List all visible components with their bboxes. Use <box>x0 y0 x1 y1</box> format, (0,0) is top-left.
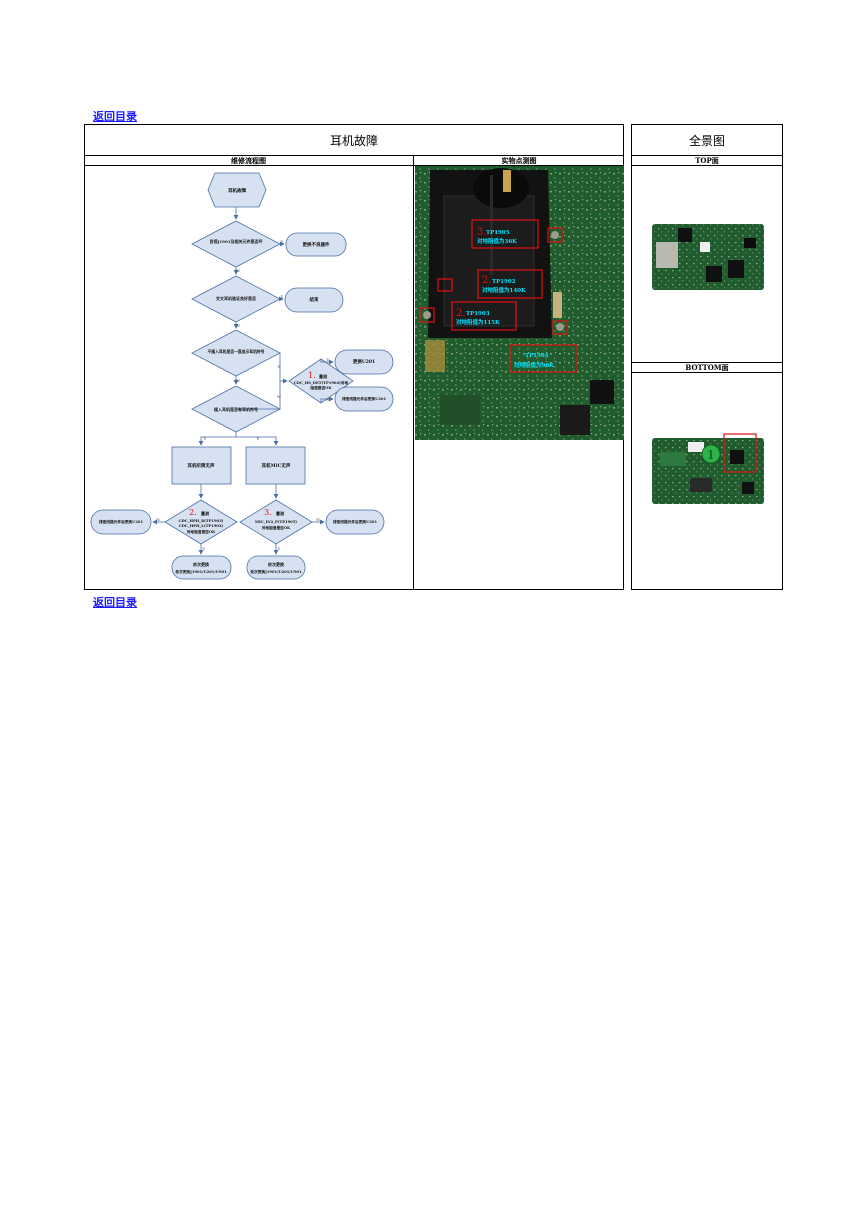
overview-table <box>631 124 783 590</box>
flow-no-mic-text: 耳机MIC无声 <box>262 462 291 469</box>
photo-column-header: 实物点测图 <box>414 156 624 165</box>
flow-edge-label: N <box>236 378 240 383</box>
flow-check-earphone-text: 交叉耳机验证良好是否 <box>216 295 256 301</box>
flow-edge-label: N <box>316 517 320 522</box>
divider <box>413 155 414 590</box>
flow-edge-label: Y <box>202 546 206 551</box>
tp1902-name: TP1902 <box>492 279 516 285</box>
flow-column-header: 维修流程图 <box>84 156 413 165</box>
flow-measure3-number: 3. <box>264 508 272 517</box>
flow-replace-u201-text: 更换U201 <box>353 358 375 365</box>
flow-plug-detect-text: 不插入耳机是否一直显示耳机符号 <box>208 349 265 354</box>
bottom-side-label: BOTTOM面 <box>631 363 783 372</box>
flow-measure1-signal: CDC_HS_DET(TP1904)对地 <box>294 380 349 385</box>
process-replace2 <box>172 556 231 579</box>
back-to-contents-link-bottom[interactable]: 返回目录 <box>93 594 137 610</box>
flow-measure2-signal-r: CDC_HPH_R(TP1903) <box>179 519 224 523</box>
pcb-top-overview <box>650 220 766 294</box>
flow-measure1-question: 阻值是否OK <box>310 385 332 390</box>
flow-measure3-signal: MIC_IN2_P(TP1905) <box>255 520 297 524</box>
flow-replace2-line1: 依次更换 <box>193 561 210 567</box>
flow-measure1-label: 量测 <box>319 373 327 379</box>
back-to-contents-link-top[interactable]: 返回目录 <box>93 108 137 124</box>
tp1905-value: 对地阻值为36K <box>477 237 517 245</box>
flow-no-sound-text: 耳机听筒无声 <box>188 462 215 469</box>
tp1903-name: TP1903 <box>466 311 490 317</box>
flow-measure2-question: 对地阻值是否OK <box>187 529 216 534</box>
top-side-label: TOP面 <box>631 156 783 165</box>
tp1903-value: 对地阻值为115K <box>456 318 500 326</box>
flow-repair1-text: 排查线路元件后更换U201 <box>342 396 387 401</box>
flow-edge-label: N <box>236 268 240 273</box>
overview-title: 全景图 <box>631 124 783 156</box>
process-replace3 <box>247 556 305 579</box>
flow-edge-label: Y <box>280 294 284 299</box>
repair-flowchart: 耳机故障 目视J1901及相关元件是否坏 更换不良器件 交叉耳机验证良好是否 结… <box>85 166 413 589</box>
flow-replace-parts-text: 更换不良器件 <box>303 241 330 248</box>
flow-measure3-question: 对地阻值是否OK <box>262 525 291 530</box>
flow-start-text: 耳机故障 <box>228 187 246 194</box>
flow-edge-label: Y <box>277 364 281 369</box>
tp1905-name: TP1905 <box>486 230 510 236</box>
flow-edge-label: Y <box>277 546 281 551</box>
flow-edge-label: Y <box>256 436 260 441</box>
flow-repair2-text: 排查线路元件后更换U201 <box>99 519 144 524</box>
tp1903-number: 2. <box>456 308 466 319</box>
flow-check-solder-text: 目视J1901及相关元件是否坏 <box>209 238 262 244</box>
flow-plugged-check-text: 插入耳机是否有耳机符号 <box>214 406 258 412</box>
flow-edge-label: N <box>326 397 330 402</box>
flow-replace3-line1: 依次更换 <box>268 561 285 567</box>
flow-measure1-number: 1. <box>308 371 316 380</box>
flow-edge-label: Y <box>326 357 330 362</box>
flow-measure3-label: 量测 <box>276 510 284 516</box>
flow-finish-text: 结束 <box>310 296 319 303</box>
flow-edge-label: N <box>236 323 240 328</box>
flow-repair3-text: 排查线路元件后更换U201 <box>333 519 378 524</box>
tp1902-value: 对地阻值为140K <box>482 286 526 294</box>
flow-replace3-text: 依次更换J1901/U201/U901 <box>250 569 302 574</box>
step-1-badge-text: 1 <box>707 448 715 462</box>
flow-edge-label: N <box>277 394 281 399</box>
tp1904-value: 对地阻值为90K <box>514 361 554 369</box>
flow-replace2-text: 依次更换J1901/U201/U901 <box>175 569 227 574</box>
flow-measure2-signal-l: CDC_HPH_L(TP1902) <box>179 524 224 528</box>
flow-edge-label: N <box>156 517 160 522</box>
main-title: 耳机故障 <box>84 124 624 156</box>
tp1904-name: TP1904 <box>525 353 549 359</box>
decision-check-solder <box>192 221 280 267</box>
pcb-test-point-photo: 3. TP1905 对地阻值为36K 2. TP1902 对地阻值为140K 2… <box>415 166 624 440</box>
flow-measure2-label: 量测 <box>201 510 209 516</box>
tp1902-number: 2. <box>482 275 492 286</box>
flow-edge-label: Y <box>203 436 207 441</box>
pcb-bottom-overview: 1 <box>650 432 766 508</box>
flow-edge-label: Y <box>280 239 284 244</box>
flow-measure2-number: 2. <box>189 508 197 517</box>
